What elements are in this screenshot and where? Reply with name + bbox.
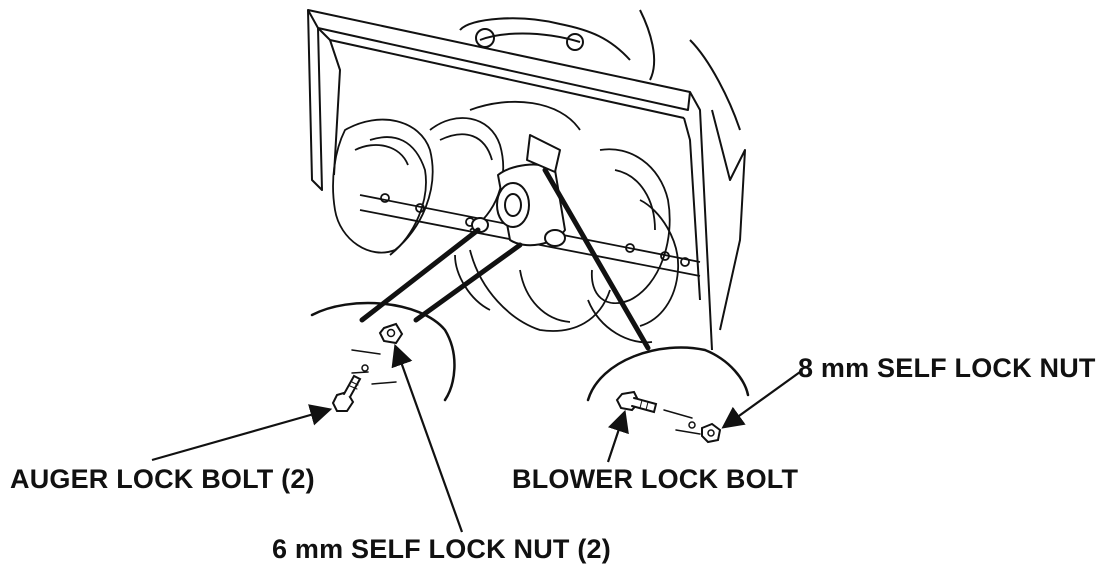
callout-arrows: [151, 343, 801, 533]
zoom-leader-lines: [359, 167, 651, 351]
gearbox: [471, 134, 566, 247]
six-mm-self-lock-nut-label: 6 mm SELF LOCK NUT (2): [272, 534, 611, 564]
eight-mm-nut-arrow: [721, 371, 801, 429]
blower-lock-bolt-label: BLOWER LOCK BOLT: [512, 464, 799, 494]
eight-mm-self-lock-nut-label: 8 mm SELF LOCK NUT: [798, 353, 1096, 383]
auger-housing: [307, 9, 746, 351]
six-mm-nut-arrow: [391, 343, 464, 533]
auger-bolt-detail: [310, 301, 456, 412]
auger-bolt-arrow: [151, 404, 333, 462]
auger-assembly: [332, 100, 701, 344]
auger-lock-bolt-label: AUGER LOCK BOLT (2): [10, 464, 315, 494]
blower-bolt-detail: [586, 346, 750, 444]
blower-bolt-arrow: [606, 409, 629, 463]
